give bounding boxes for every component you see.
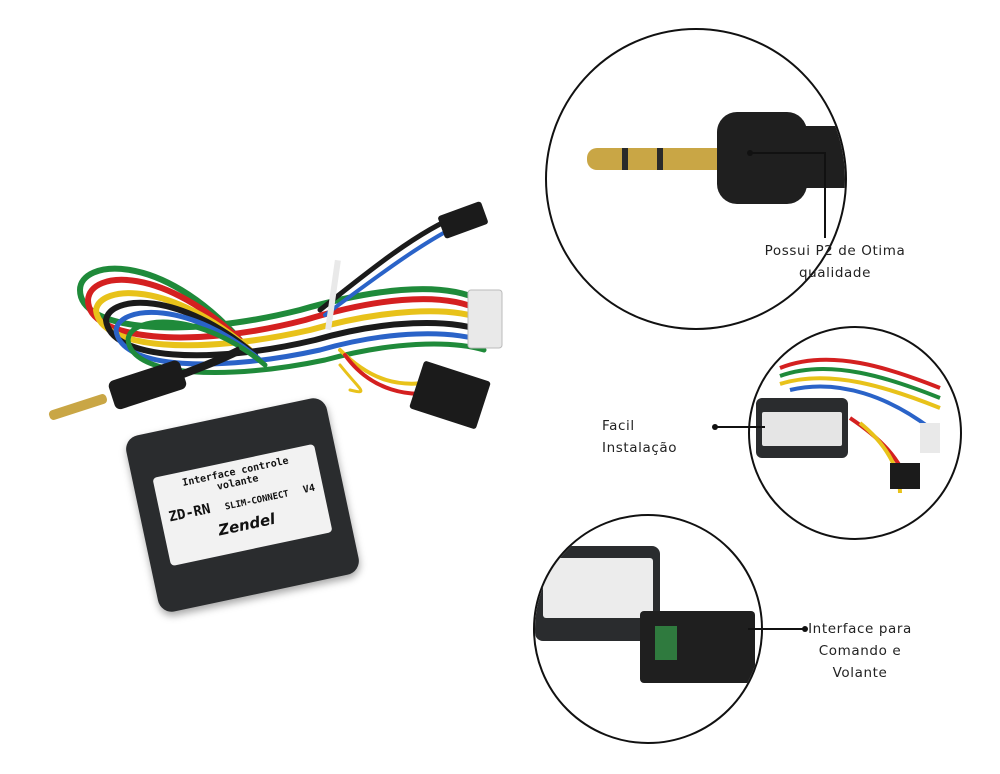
product-photo <box>40 190 520 610</box>
callout-p2-line1: Possui P2 de Otima <box>764 243 906 259</box>
product-sticker: Interface controle volante ZD-RN SLIM-CO… <box>152 443 333 567</box>
callout-interface-line1: Interface para <box>808 621 912 637</box>
callout-dot-interface <box>802 626 808 632</box>
callout-dot-p2 <box>747 150 753 156</box>
interface-closeup <box>535 546 755 683</box>
harness-illustration <box>48 201 503 429</box>
sticker-version: V4 <box>302 482 317 496</box>
callout-interface-line2: Comando e Volante <box>818 643 902 681</box>
callout-p2: Possui P2 de Otima qualidade <box>760 240 910 284</box>
callout-p2-line2: qualidade <box>798 265 872 281</box>
callout-line-install <box>713 426 765 428</box>
callout-line-interface <box>748 628 804 630</box>
callout-line-p2-vertical <box>824 152 826 238</box>
p2-jack-closeup <box>587 112 845 204</box>
callout-dot-install <box>712 424 718 430</box>
detail-circle-installation <box>748 326 962 540</box>
installation-closeup <box>756 357 941 494</box>
callout-interface: Interface para Comando e Volante <box>790 618 930 684</box>
detail-circle-interface <box>533 514 763 744</box>
detail-circle-p2-jack <box>545 28 847 330</box>
callout-install: Facil Instalação <box>602 418 678 456</box>
callout-line-p2 <box>752 152 826 154</box>
sticker-model: ZD-RN <box>167 500 212 526</box>
